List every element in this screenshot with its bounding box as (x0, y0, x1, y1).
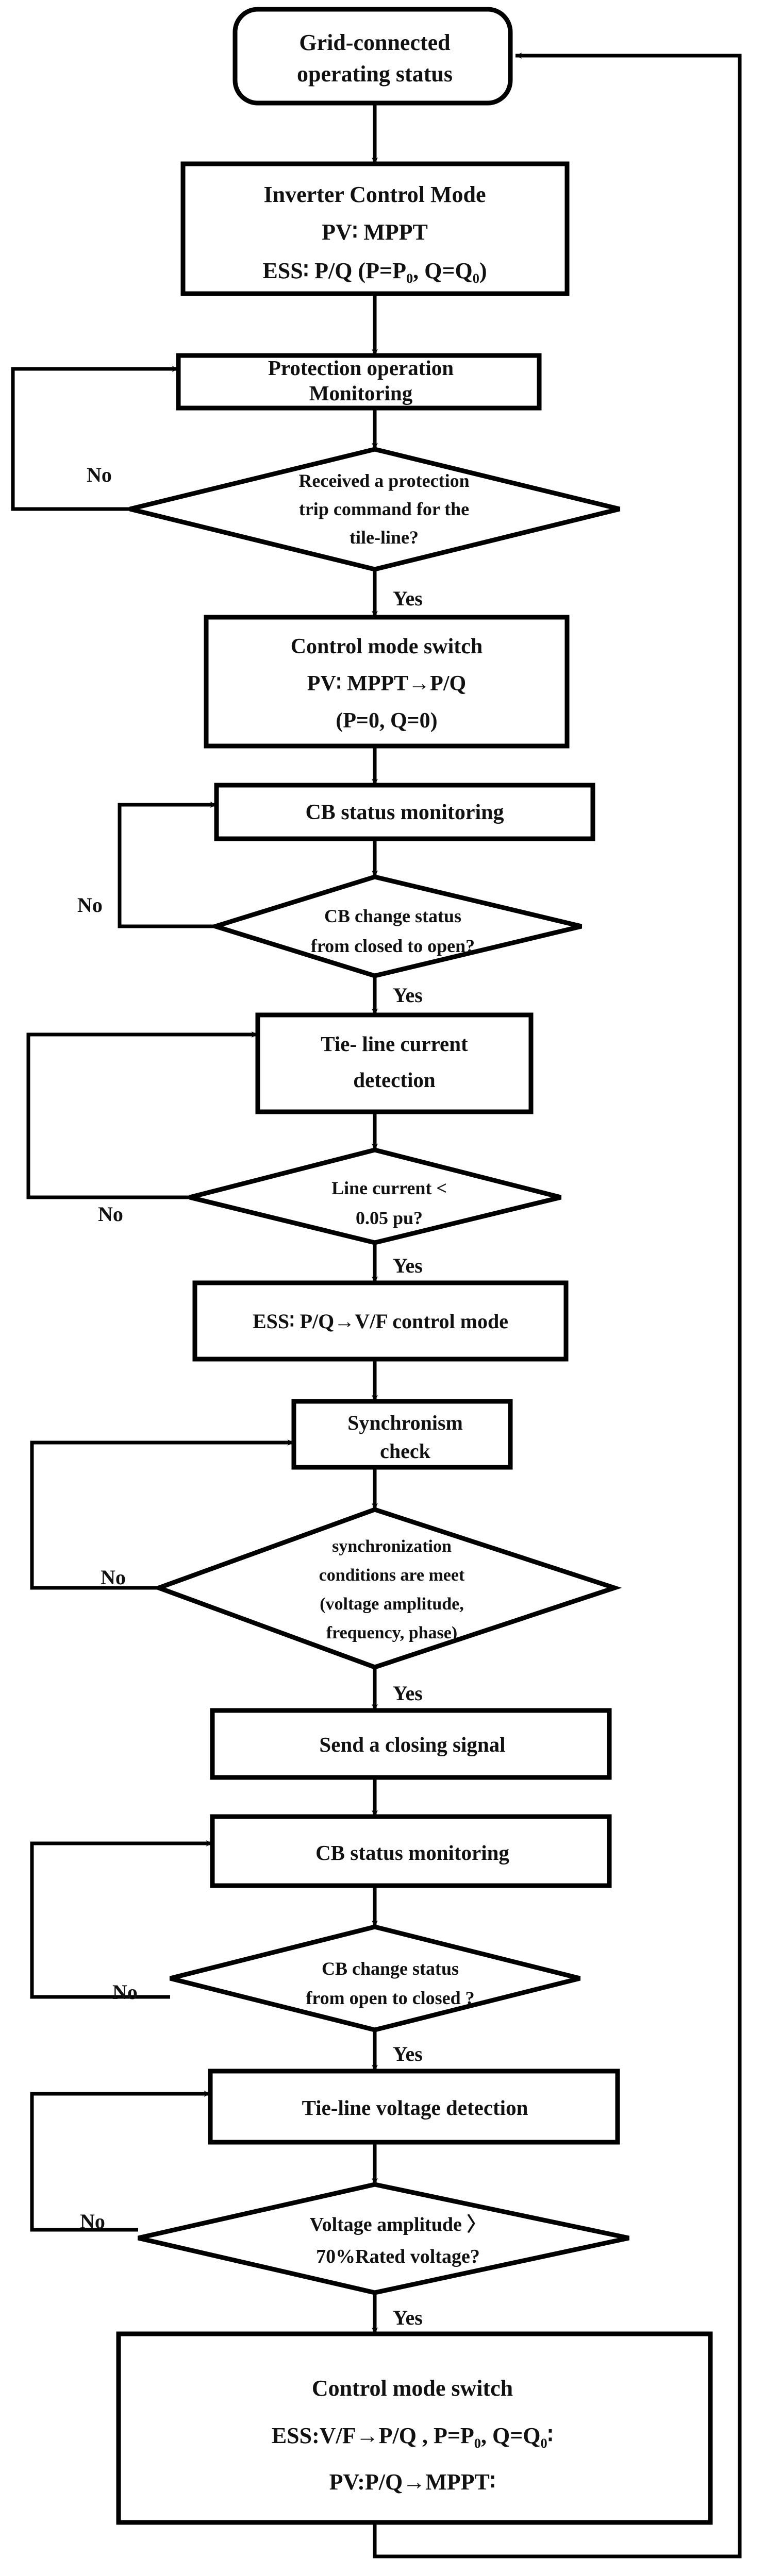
node-tlc-line-1: detection (353, 1068, 436, 1092)
node-decision6-line-1: 70%Rated voltage? (316, 2246, 480, 2267)
node-decision3-line-0: Line current < (331, 1178, 447, 1198)
node-protection-line-0: Protection operation (268, 356, 454, 380)
label-no-linecurrent: No (98, 1202, 123, 1226)
node-sync-line-1: check (380, 1439, 431, 1463)
node-decision5-line-0: CB change status (322, 1958, 459, 1979)
node-decision3-line-1: 0.05 pu? (356, 1208, 423, 1228)
node-synchronism-check[interactable]: Synchronism check (291, 1399, 513, 1470)
edge-no-loop-cb2 (30, 1840, 213, 1999)
node-ess-line-0: ESS∶ P/Q→V/F control mode (253, 1310, 508, 1333)
node-decision-voltage-amplitude[interactable]: Voltage amplitude 〉 70%Rated voltage? (137, 2182, 629, 2295)
label-yes-protection: Yes (393, 587, 423, 610)
edge-feedback-to-start (373, 53, 742, 2558)
node-control-mode-switch-pv[interactable]: Control mode switch PV∶ MPPT→P/Q (P=0, Q… (204, 615, 570, 749)
edge-no-loop-tieline-voltage (30, 2091, 211, 2232)
edge-no-loop-cb1 (118, 802, 217, 928)
node-decision4-line-0: synchronization (332, 1537, 452, 1556)
node-control-mode-switch-final[interactable]: Control mode switch ESS:V/F→P/Q , P=P₀, … (116, 2331, 713, 2525)
node-inverter-line-1: PV∶ MPPT (322, 219, 428, 245)
edge-label-group: No Yes No Yes No Yes No Yes No Yes No Ye… (77, 463, 423, 2329)
edge-group-feedback (373, 53, 742, 2558)
node-start-line-0: Grid-connected (299, 30, 450, 55)
node-tlv-line-0: Tie-line voltage detection (302, 2096, 528, 2120)
edge-no-loop-tieline-current (26, 1031, 258, 1199)
label-yes-cb2: Yes (393, 2042, 423, 2065)
edge-no-loop-protection (11, 366, 179, 511)
node-start[interactable]: Grid-connected operating status (232, 7, 513, 106)
node-cms-line-1: PV∶ MPPT→P/Q (307, 672, 466, 696)
node-protection-operation-monitoring[interactable]: Protection operation Monitoring (176, 353, 542, 411)
node-decision1-line-2: tile-line? (350, 527, 419, 548)
node-decision5-line-1: from open to closed ? (306, 1988, 474, 2008)
node-decision4-line-3: frequency, phase) (326, 1623, 457, 1642)
node-cb1-line-0: CB status monitoring (305, 801, 504, 824)
node-ess-pq-to-vf[interactable]: ESS∶ P/Q→V/F control mode (192, 1280, 569, 1362)
node-start-line-1: operating status (297, 61, 453, 87)
label-no-voltage: No (80, 2210, 105, 2233)
edge-no-loop-sync (30, 1439, 294, 1590)
node-final-line-2: PV:P/Q→MPPT∶ (329, 2469, 496, 2495)
node-protection-line-1: Monitoring (309, 381, 413, 405)
node-decision2-line-1: from closed to open? (311, 936, 475, 956)
label-yes-voltage: Yes (393, 2306, 423, 2329)
node-send-closing-signal[interactable]: Send a closing signal (210, 1708, 612, 1780)
node-cms-line-0: Control mode switch (291, 635, 483, 658)
node-cb-status-monitoring-1[interactable]: CB status monitoring (214, 783, 595, 841)
node-inverter-line-2: ESS∶ P/Q (P=P₀, Q=Q₀) (262, 258, 487, 283)
node-decision-cb-open-to-closed[interactable]: CB change status from open to closed ? (169, 1924, 581, 2032)
label-no-protection: No (87, 463, 112, 486)
label-yes-linecurrent: Yes (393, 1254, 423, 1277)
node-sync-line-0: Synchronism (347, 1411, 463, 1434)
node-cb2-line-0: CB status monitoring (315, 1841, 509, 1865)
node-tie-line-voltage-detection[interactable]: Tie-line voltage detection (208, 2069, 620, 2145)
node-decision1-line-1: trip command for the (299, 499, 469, 519)
edge-group-no-loops (11, 366, 294, 2232)
node-cms-line-2: (P=0, Q=0) (336, 709, 437, 733)
node-cb-status-monitoring-2[interactable]: CB status monitoring (210, 1814, 612, 1888)
node-inverter-line-0: Inverter Control Mode (264, 182, 486, 207)
node-final-line-1: ESS:V/F→P/Q , P=P₀, Q=Q₀∶ (272, 2423, 553, 2448)
node-decision-line-current[interactable]: Line current < 0.05 pu? (189, 1147, 562, 1245)
node-final-line-0: Control mode switch (312, 2376, 513, 2401)
node-decision2-line-0: CB change status (324, 906, 461, 926)
node-tlc-line-0: Tie- line current (321, 1032, 468, 1056)
node-decision4-line-2: (voltage amplitude, (320, 1595, 464, 1614)
node-decision1-line-0: Received a protection (298, 470, 469, 491)
label-no-cb1: No (77, 893, 103, 917)
node-closing-line-0: Send a closing signal (319, 1733, 505, 1756)
node-tie-line-current-detection[interactable]: Tie- line current detection (255, 1012, 534, 1114)
node-inverter-control-mode[interactable]: Inverter Control Mode PV∶ MPPT ESS∶ P/Q … (180, 161, 570, 296)
label-no-cb2: No (112, 1980, 138, 2004)
node-decision-protection-trip[interactable]: Received a protection trip command for t… (129, 447, 621, 572)
node-decision4-line-1: conditions are meet (319, 1566, 465, 1585)
label-yes-cb1: Yes (393, 984, 423, 1007)
label-no-sync: No (101, 1566, 126, 1589)
label-yes-sync: Yes (393, 1682, 423, 1705)
node-decision-sync-conditions[interactable]: synchronization conditions are meet (vol… (152, 1507, 622, 1670)
node-decision-cb-closed-to-open[interactable]: CB change status from closed to open? (207, 874, 583, 978)
node-decision6-line-0: Voltage amplitude 〉 (310, 2214, 487, 2235)
